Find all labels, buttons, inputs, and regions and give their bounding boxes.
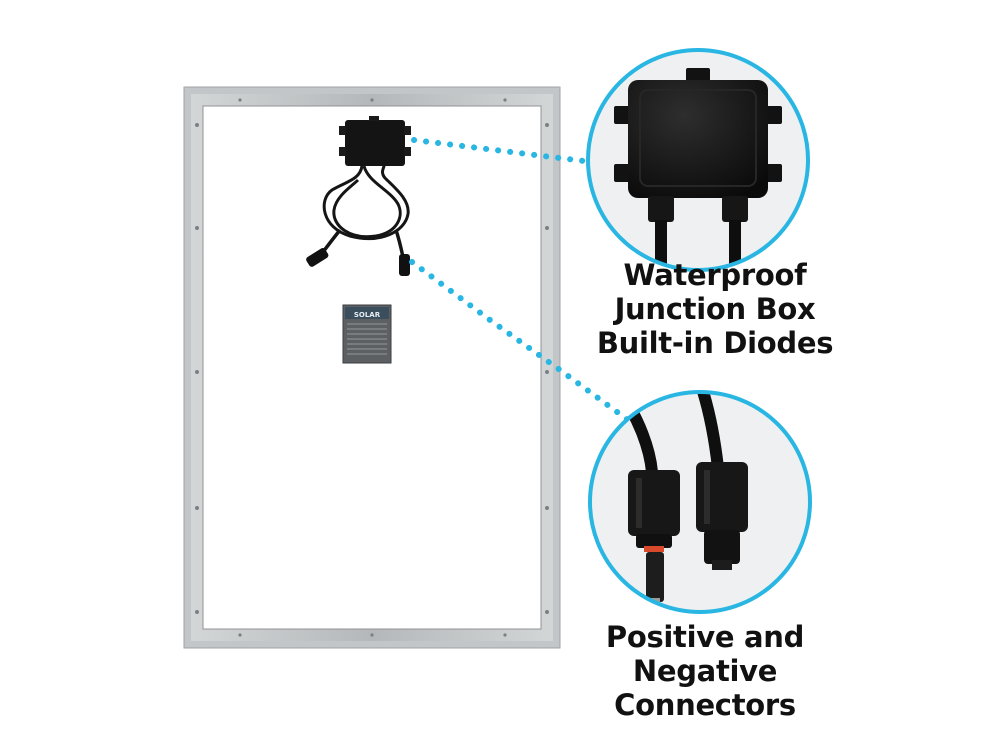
junction-callout-line-2: Junction Box [614,292,816,326]
label-brand-text: SOLAR [354,311,381,319]
leader-line-connectors [409,259,631,423]
connectors-zoom-circle [588,390,812,614]
product-label: SOLAR [342,304,392,364]
connectors-callout-line-3: Connectors [614,688,796,722]
connectors-callout: Positive and Negative Connectors [560,620,850,722]
leader-lines [409,137,631,423]
junction-box-zoom-circle [586,48,810,272]
junction-box-callout: Waterproof Junction Box Built-in Diodes [570,258,860,360]
connectors-callout-line-1: Positive and [605,620,805,654]
connectors-callout-line-2: Negative [632,654,778,688]
junction-box-icon [306,116,411,276]
leader-line-junction [411,137,603,166]
junction-callout-line-1: Waterproof [623,258,807,292]
solar-panel-frame [183,86,561,649]
junction-callout-line-3: Built-in Diodes [596,326,834,360]
